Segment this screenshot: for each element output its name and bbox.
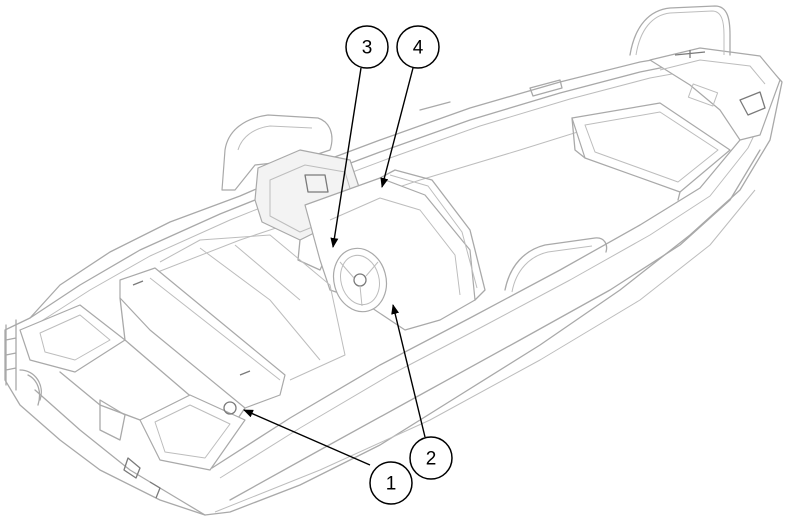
bow-rail [629,5,731,56]
callout-4-leader [380,67,414,188]
front-storage-hatch [571,102,731,201]
callout-3-circle [345,25,389,69]
port-grab-rail [419,79,563,111]
callout-3: 3 [330,25,389,248]
transom-ladder [5,319,42,406]
callout-4-label: 4 [413,38,424,59]
callout-1-label: 1 [386,474,397,495]
deck-floor [159,234,346,381]
callout-1-circle [369,461,413,505]
callout-3-label: 3 [362,38,373,59]
callout-2-label: 2 [426,449,437,470]
callout-2-leader [391,304,426,438]
boat-hull [4,51,783,516]
callout-1: 1 [243,409,413,505]
starboard-grab-rail [504,237,608,293]
callout-1-leader [243,409,371,466]
callout-2: 2 [391,304,453,480]
callout-4: 4 [380,25,440,188]
steering-wheel [332,247,388,313]
bow-deck [649,47,781,141]
callout-3-leader [330,67,362,248]
aft-deck [19,304,246,516]
callout-4-circle [396,25,440,69]
callout-2-circle [409,436,453,480]
outboard-bracket [99,399,161,499]
